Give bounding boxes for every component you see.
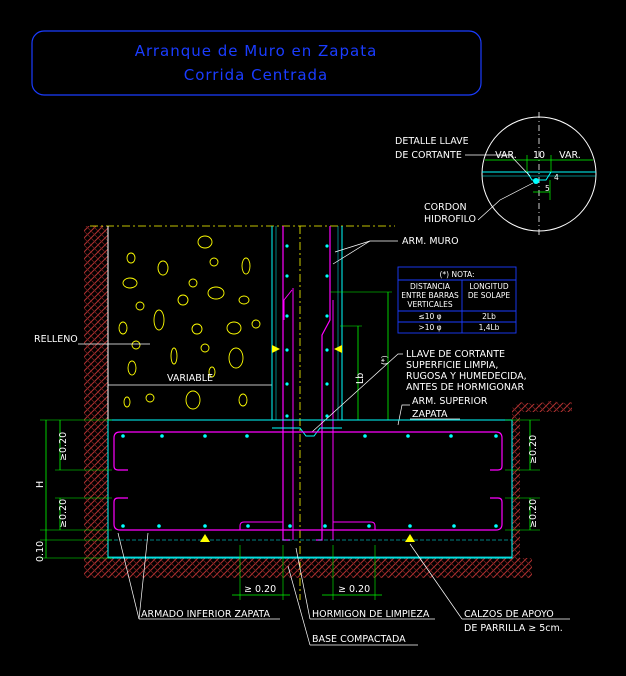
armado-inferior-label: ARMADO INFERIOR ZAPATA <box>141 609 270 620</box>
dim-020-top-right: ≥0.20 <box>528 435 539 464</box>
arm-superior-label: ARM. SUPERIOR <box>412 396 488 407</box>
dim-010: 0.10 <box>35 541 46 562</box>
note-row-2-col-1: >10 φ <box>418 323 441 332</box>
dim-020-top-left: ≥0.20 <box>58 432 69 461</box>
title-line-2: Corrida Centrada <box>184 66 329 84</box>
note-header-1-line-1: DISTANCIA <box>410 282 451 291</box>
relleno-label: RELLENO <box>34 334 78 345</box>
right-dimensions: ≥0.20 ≥0.20 <box>505 419 540 531</box>
lb-label: Lb <box>355 373 366 384</box>
soil-hatch <box>84 226 572 578</box>
note-table: (*) NOTA: DISTANCIA ENTRE BARRAS VERTICA… <box>397 266 517 334</box>
detail-label-line-1: DETALLE LLAVE <box>395 136 469 147</box>
arm-muro-callout: ARM. MURO <box>332 236 459 265</box>
footing <box>107 419 513 559</box>
calzos-label-line-1: CALZOS DE APOYO <box>464 609 554 620</box>
note-header-2-line-1: LONGITUD <box>469 282 509 291</box>
llave-cortante-callout: LLAVE DE CORTANTE SUPERFICIE LIMPIA, RUG… <box>311 349 527 433</box>
note-header-2-line-2: DE SOLAPE <box>468 291 511 300</box>
note-title: (*) NOTA: <box>439 270 474 279</box>
note-header-1-line-2: ENTRE BARRAS <box>401 291 459 300</box>
calzos-label-line-2: DE PARRILLA ≥ 5cm. <box>464 623 563 634</box>
detail-label-line-2: DE CORTANTE <box>395 150 462 161</box>
dim-020-bottom-left: ≥ 0.20 <box>244 584 276 595</box>
detail-var-right: VAR. <box>559 150 581 161</box>
bottom-callouts: ARMADO INFERIOR ZAPATA HORMIGON DE LIMPI… <box>117 532 570 646</box>
llave-label-line-2: SUPERFICIE LIMPIA, <box>406 360 498 371</box>
llave-label-line-1: LLAVE DE CORTANTE <box>406 349 505 360</box>
note-header-1-line-3: VERTICALES <box>407 300 453 309</box>
lb-dimension: Lb (*) <box>330 291 392 420</box>
base-compactada-label: BASE COMPACTADA <box>312 634 406 645</box>
dim-020-bot-left: ≥0.20 <box>58 499 69 528</box>
dim-020-bottom-right: ≥ 0.20 <box>338 584 370 595</box>
note-row-1-col-2: 2Lb <box>482 312 496 321</box>
h-label: H <box>35 481 46 488</box>
zapata-label: ZAPATA <box>412 409 448 420</box>
detail-center-dim: 10 <box>533 150 545 161</box>
llave-label-line-4: ANTES DE HORMIGONAR <box>406 382 524 393</box>
note-row-2-col-2: 1,4Lb <box>479 323 500 332</box>
note-row-1-col-1: ≤10 φ <box>418 312 441 321</box>
detail-var-left: VAR. <box>495 150 517 161</box>
asterisk-label: (*) <box>380 355 389 365</box>
relleno-area: VARIABLE RELLENO <box>34 226 272 428</box>
title-line-1: Arranque de Muro en Zapata <box>135 42 378 60</box>
left-dimensions: ≥0.20 ≥0.20 H 0.10 <box>35 419 112 562</box>
wall <box>271 226 343 541</box>
detail-llave-cortante: VAR. 10 VAR. 4 5 <box>481 112 597 236</box>
variable-label: VARIABLE <box>167 373 213 384</box>
arm-muro-label: ARM. MURO <box>402 236 459 247</box>
cordon-label-line-1: CORDON <box>424 202 467 213</box>
detail-labels: DETALLE LLAVE DE CORTANTE CORDON HIDROFI… <box>395 136 534 225</box>
llave-label-line-3: RUGOSA Y HUMEDECIDA, <box>406 371 527 382</box>
title-block: Arranque de Muro en Zapata Corrida Centr… <box>31 30 482 96</box>
detail-dim-4: 4 <box>554 173 559 182</box>
hormigon-limpieza-label: HORMIGON DE LIMPIEZA <box>312 609 430 620</box>
bottom-dimensions: ≥ 0.20 ≥ 0.20 <box>232 545 382 600</box>
cordon-label-line-2: HIDROFILO <box>424 214 476 225</box>
detail-dim-5: 5 <box>545 184 550 193</box>
dim-020-bot-right: ≥0.20 <box>528 499 539 528</box>
